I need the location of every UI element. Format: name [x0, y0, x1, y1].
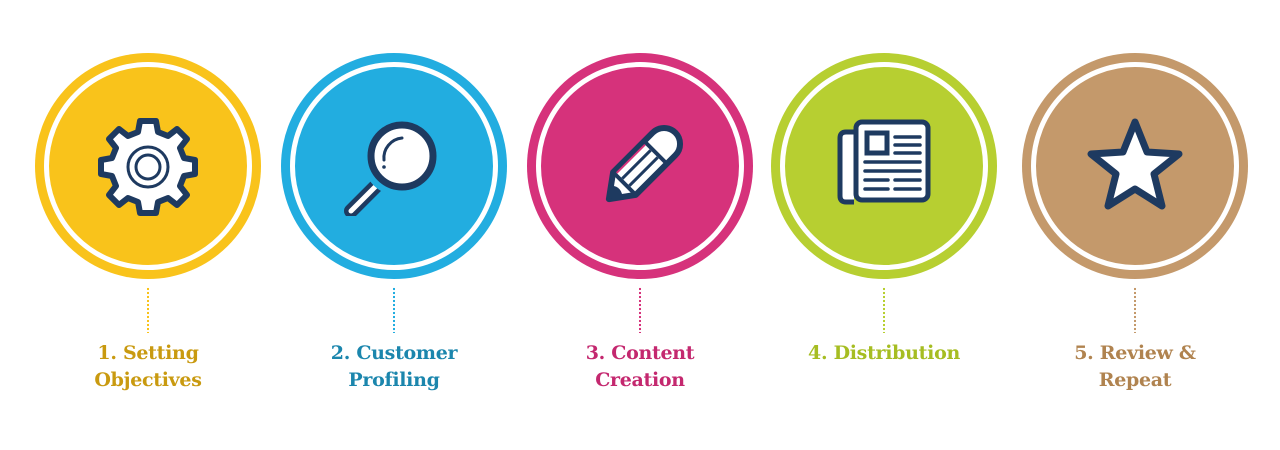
- step-circle: [527, 53, 753, 279]
- step-customer-profiling: 2. Customer Profiling: [269, 0, 519, 450]
- step-label-line2: Creation: [595, 369, 685, 391]
- connector-dots: [147, 287, 149, 333]
- magnifier-icon: [344, 116, 444, 216]
- step-label-line1: 4. Distribution: [808, 342, 960, 364]
- step-review-repeat: 5. Review & Repeat: [1010, 0, 1260, 450]
- step-label-line1: 2. Customer: [330, 342, 458, 364]
- connector-dots: [1134, 287, 1136, 333]
- step-label-line1: 5. Review &: [1074, 342, 1196, 364]
- step-label-line2: Repeat: [1098, 369, 1172, 391]
- step-label-line2: Objectives: [94, 369, 202, 391]
- newspaper-icon: [834, 116, 934, 216]
- step-circle: [35, 53, 261, 279]
- step-content-creation: 3. Content Creation: [515, 0, 765, 450]
- step-setting-objectives: 1. Setting Objectives: [23, 0, 273, 450]
- step-label: 2. Customer Profiling: [269, 340, 519, 394]
- step-label-line1: 3. Content: [585, 342, 695, 364]
- step-label-line2: Profiling: [348, 369, 440, 391]
- step-distribution: 4. Distribution: [759, 0, 1009, 450]
- step-circle: [281, 53, 507, 279]
- step-label-line1: 1. Setting: [97, 342, 199, 364]
- circle-ring: [780, 62, 988, 270]
- circle-ring: [536, 62, 744, 270]
- step-label: 1. Setting Objectives: [23, 340, 273, 394]
- connector-dots: [639, 287, 641, 333]
- circle-ring: [290, 62, 498, 270]
- star-icon: [1085, 116, 1185, 216]
- circle-ring: [44, 62, 252, 270]
- step-label: 4. Distribution: [759, 340, 1009, 367]
- pencil-icon: [590, 116, 690, 216]
- connector-dots: [883, 287, 885, 333]
- connector-dots: [393, 287, 395, 333]
- step-label: 3. Content Creation: [515, 340, 765, 394]
- gear-icon: [98, 116, 198, 216]
- step-circle: [771, 53, 997, 279]
- circle-ring: [1031, 62, 1239, 270]
- step-label: 5. Review & Repeat: [1010, 340, 1260, 394]
- step-circle: [1022, 53, 1248, 279]
